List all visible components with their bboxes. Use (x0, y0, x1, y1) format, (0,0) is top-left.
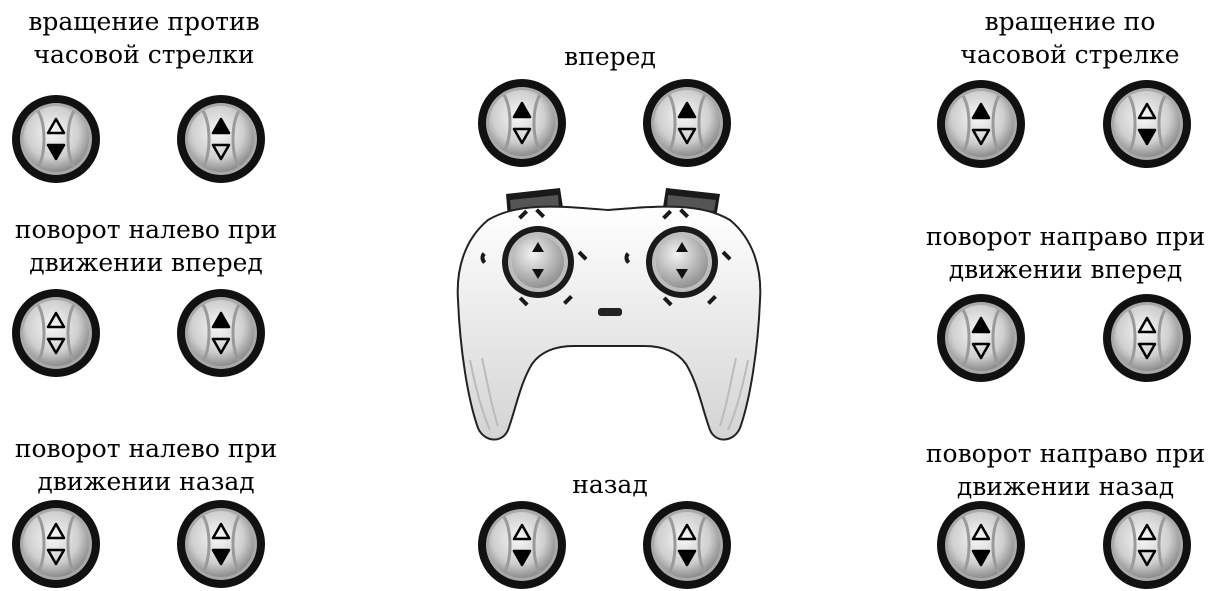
stick-icon (476, 77, 568, 169)
stick-icon (175, 287, 267, 379)
stick-icon (10, 93, 102, 185)
stick-icon (1101, 499, 1193, 591)
stick-icon (935, 499, 1027, 591)
label-back: назад (480, 468, 740, 501)
label-forward: вперед (480, 40, 740, 73)
stick-icon (10, 287, 102, 379)
stick-icon (935, 78, 1027, 170)
stick-icon (1101, 292, 1193, 384)
stick-icon (935, 292, 1027, 384)
stick-icon (175, 93, 267, 185)
stick-icon (175, 498, 267, 590)
stick-icon (10, 498, 102, 590)
stick-icon (476, 499, 568, 591)
stick-icon (1101, 78, 1193, 170)
gamepad-icon (448, 180, 770, 448)
stick-icon (641, 77, 733, 169)
stick-icon (641, 499, 733, 591)
